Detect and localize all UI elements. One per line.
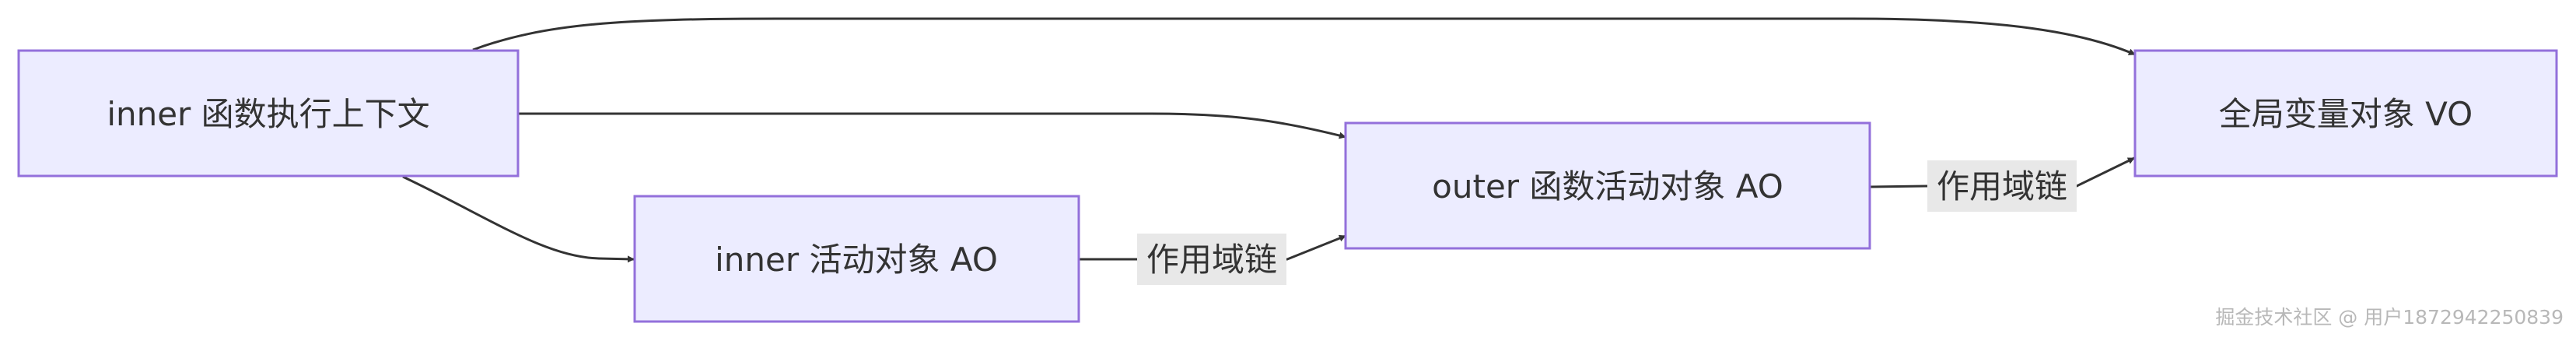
edge-label-text: 作用域链 — [1937, 167, 2067, 206]
edge-label-text: 作用域链 — [1146, 241, 1277, 279]
node-label: 全局变量对象 VO — [2219, 95, 2473, 133]
node-outer-activation-object[interactable]: outer 函数活动对象 AO — [1344, 121, 1871, 250]
node-label: inner 函数执行上下文 — [107, 95, 429, 133]
edge-inner-ctx-to-global-vo — [472, 17, 2136, 56]
edge-inner-ctx-to-inner-ao — [402, 175, 635, 263]
node-inner-activation-object[interactable]: inner 活动对象 AO — [633, 195, 1080, 323]
node-label: outer 函数活动对象 AO — [1432, 167, 1783, 206]
edge-label-outer-ao-to-global-vo: 作用域链 — [1927, 160, 2077, 212]
node-inner-execution-context[interactable]: inner 函数执行上下文 — [17, 49, 520, 178]
node-label: inner 活动对象 AO — [715, 241, 998, 279]
edge-inner-ctx-to-outer-ao — [518, 112, 1346, 139]
watermark: 掘金技术社区 @ 用户1872942250839 — [2215, 306, 2564, 329]
edge-label-inner-ao-to-outer-ao: 作用域链 — [1137, 234, 1286, 285]
node-global-variable-object[interactable]: 全局变量对象 VO — [2133, 49, 2558, 178]
